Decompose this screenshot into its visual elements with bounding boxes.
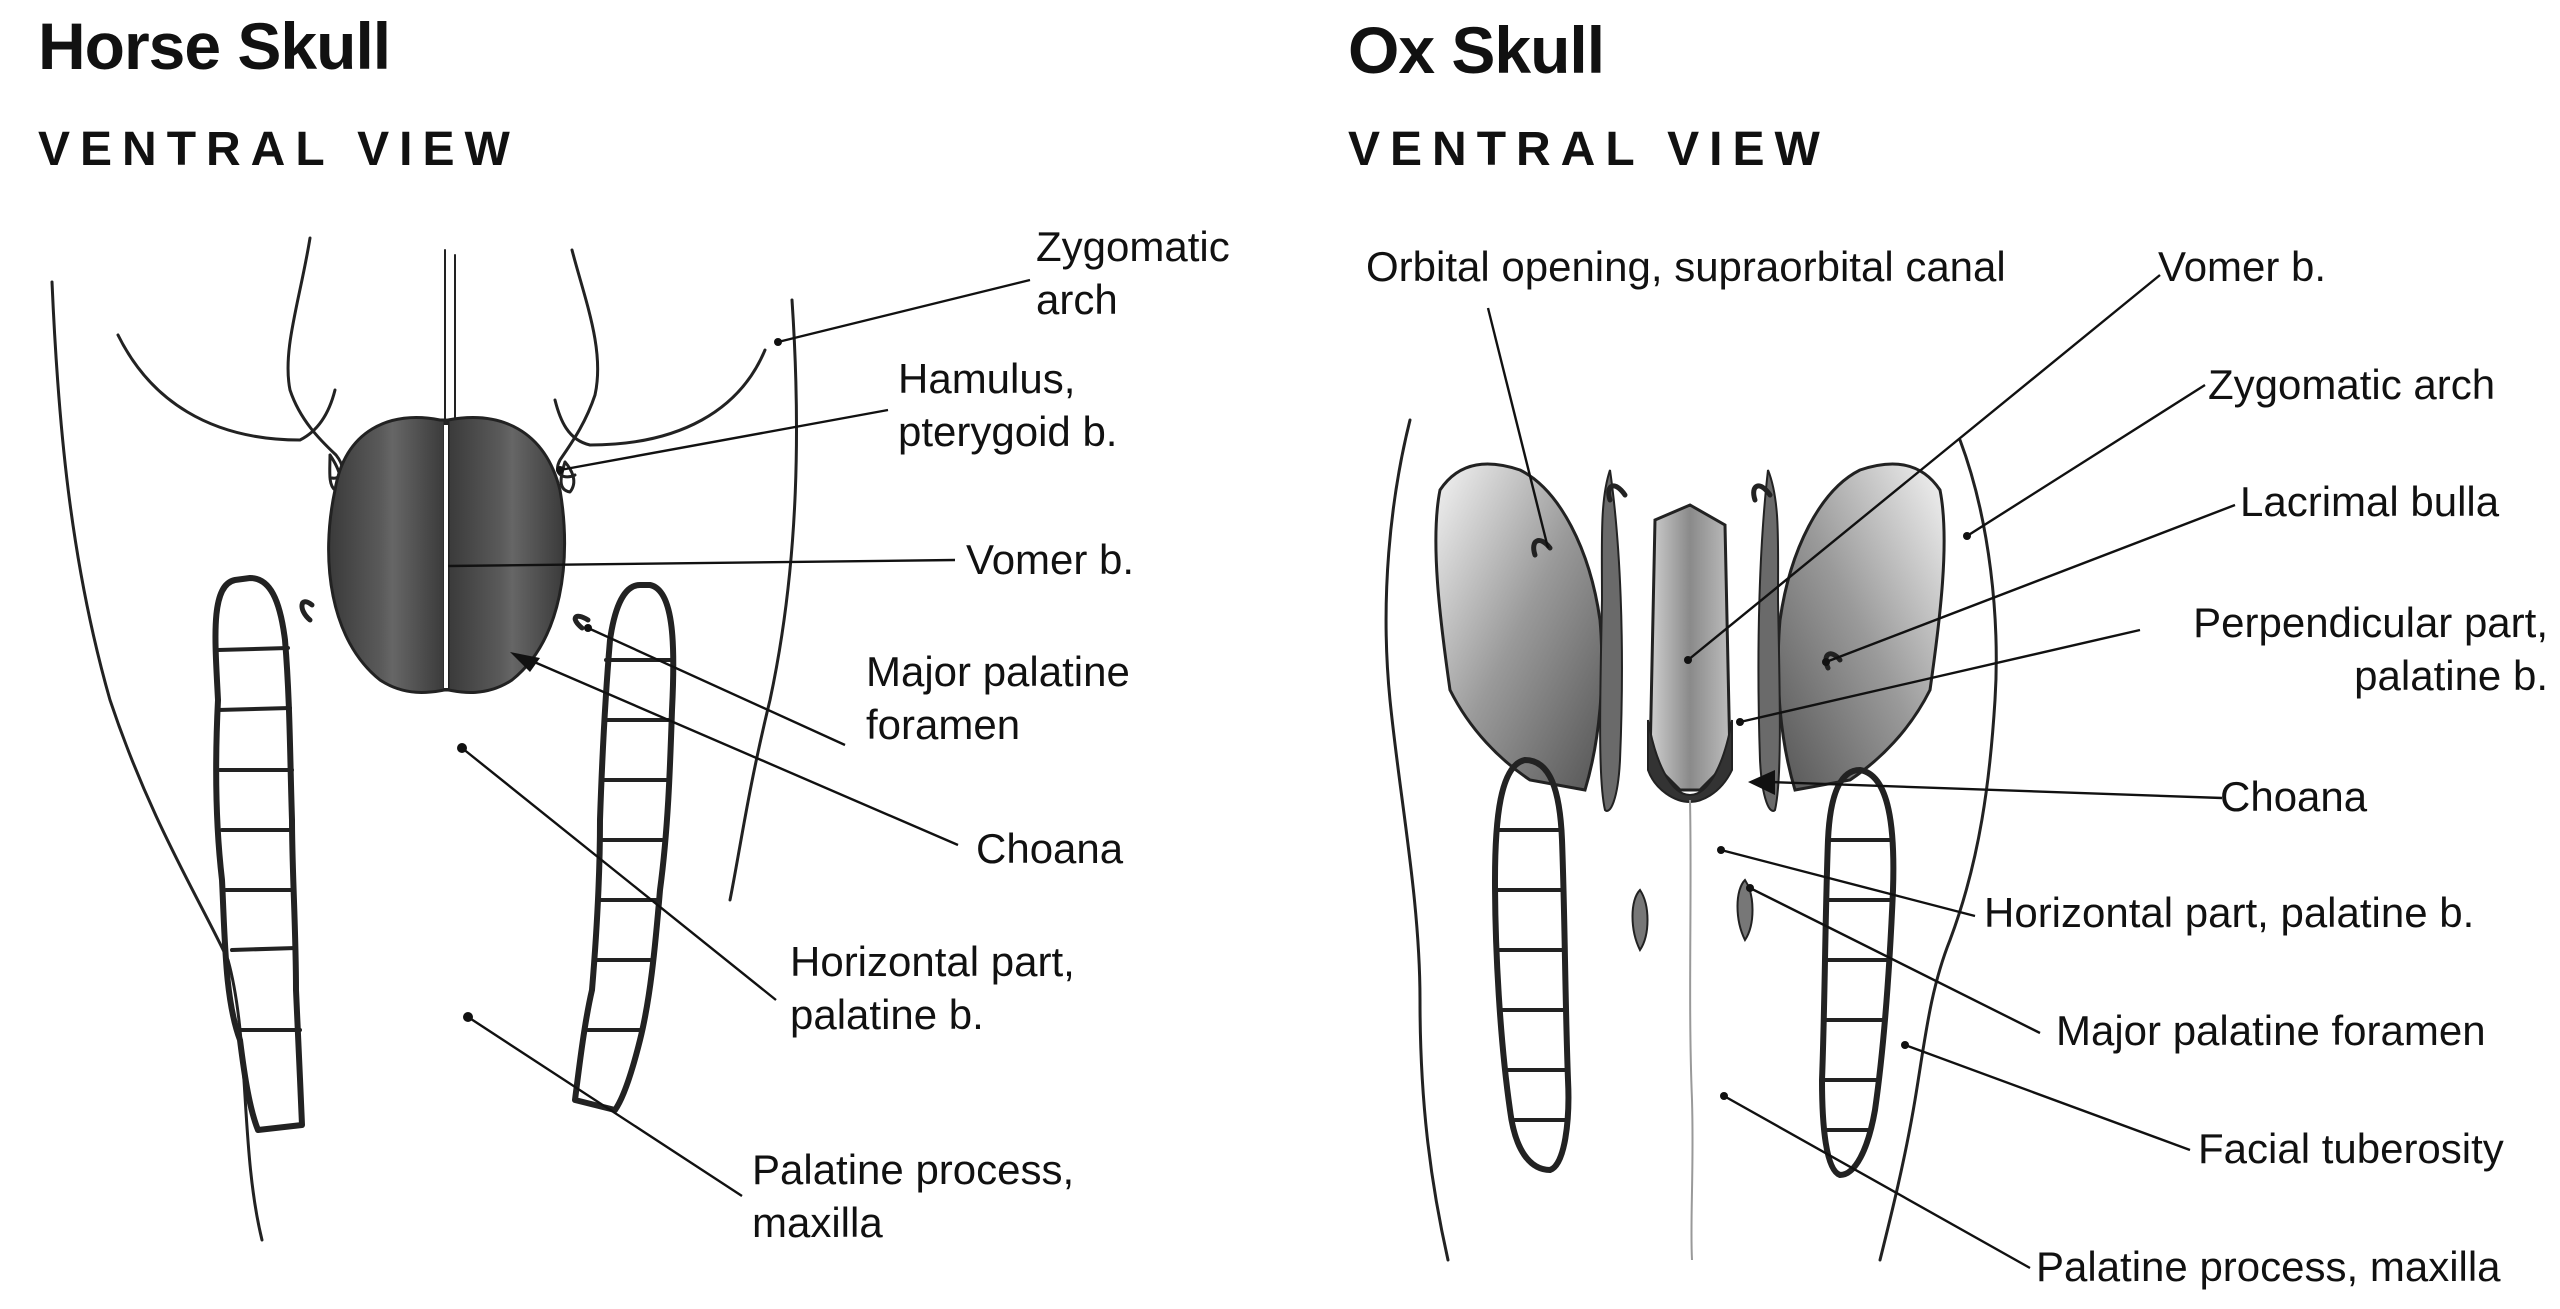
horse-choana-arrow bbox=[510, 652, 540, 672]
horse-choana-right bbox=[446, 416, 567, 694]
ox-label-zygomatic-arch: Zygomatic arch bbox=[2208, 361, 2496, 408]
horse-hamulus-right bbox=[559, 460, 576, 494]
ox-label-vomer: Vomer b. bbox=[2158, 243, 2327, 290]
horse-subtitle: VENTRAL VIEW bbox=[38, 123, 520, 176]
horse-zygomatic-arch-left bbox=[116, 333, 337, 442]
ox-label-lacrimal-bulla: Lacrimal bulla bbox=[2240, 478, 2500, 525]
ox-label-palatine-process: Palatine process, maxilla bbox=[2036, 1243, 2501, 1290]
ox-orbit-right bbox=[1776, 462, 1946, 792]
ox-leader-lines bbox=[1486, 274, 2236, 1270]
ox-orbit-left bbox=[1434, 462, 1604, 792]
ox-label-perpendicular-part: Perpendicular part, palatine b. bbox=[2193, 599, 2548, 699]
horse-tooth-row-right bbox=[572, 582, 677, 1113]
horse-label-choana: Choana bbox=[976, 825, 1124, 872]
horse-label-vomer: Vomer b. bbox=[966, 536, 1135, 583]
ox-palatine-perpendicular-left bbox=[1599, 469, 1623, 812]
ox-choana-arrow bbox=[1748, 770, 1775, 795]
horse-label-zygomatic-arch: Zygomatic arch bbox=[1036, 223, 1230, 323]
horse-label-major-palatine-foramen: Major palatine foramen bbox=[866, 648, 1130, 748]
horse-skull-panel: Horse Skull VENTRAL VIEW Zygomatic arch … bbox=[38, 9, 1230, 1246]
ox-palate-midline bbox=[1689, 799, 1694, 1261]
horse-vomer-upper-line bbox=[444, 249, 456, 421]
horse-skull-drawing bbox=[50, 236, 1031, 1242]
ox-skull-outline-left bbox=[1384, 418, 1450, 1262]
horse-label-horizontal-part: Horizontal part, palatine b. bbox=[790, 938, 1075, 1038]
horse-label-hamulus: Hamulus, pterygoid b. bbox=[898, 355, 1118, 455]
ox-tooth-row-left bbox=[1492, 757, 1572, 1173]
ox-title: Ox Skull bbox=[1348, 13, 1605, 87]
horse-title: Horse Skull bbox=[38, 9, 391, 83]
ox-major-palatine-foramen-right bbox=[1736, 878, 1754, 942]
ox-label-major-palatine-foramen: Major palatine foramen bbox=[2056, 1007, 2486, 1054]
horse-skull-outline-right bbox=[728, 298, 799, 902]
horse-palatine-foramen-left bbox=[299, 599, 315, 623]
horse-palatine-foramen-right bbox=[572, 613, 591, 631]
horse-tooth-row-left bbox=[212, 575, 305, 1133]
ox-major-palatine-foramen-left bbox=[1631, 888, 1649, 952]
ox-tooth-row-right bbox=[1819, 767, 1897, 1178]
ox-subtitle: VENTRAL VIEW bbox=[1348, 123, 1830, 176]
ox-label-orbital-opening: Orbital opening, supraorbital canal bbox=[1366, 243, 2006, 290]
ox-choana bbox=[1647, 719, 1733, 804]
ox-skull-drawing bbox=[1384, 274, 2236, 1270]
horse-label-palatine-process: Palatine process, maxilla bbox=[752, 1146, 1075, 1246]
ox-hook-2 bbox=[1606, 483, 1628, 503]
ox-label-choana: Choana bbox=[2220, 773, 2368, 820]
horse-leader-lines bbox=[447, 278, 1031, 1198]
ox-hook-3 bbox=[1751, 483, 1773, 503]
ox-label-facial-tuberosity: Facial tuberosity bbox=[2198, 1125, 2504, 1172]
ox-label-horizontal-part: Horizontal part, palatine b. bbox=[1984, 889, 2475, 936]
horse-choana bbox=[327, 416, 447, 694]
horse-zygomatic-arch-right bbox=[553, 348, 767, 447]
ox-skull-outline-right bbox=[1878, 438, 1998, 1262]
ox-skull-panel: Ox Skull VENTRAL VIEW Orbital opening, s… bbox=[1300, 0, 2560, 1309]
